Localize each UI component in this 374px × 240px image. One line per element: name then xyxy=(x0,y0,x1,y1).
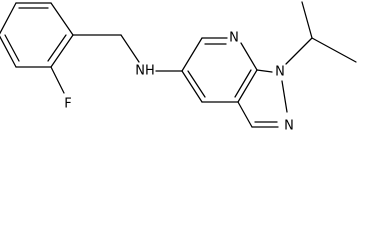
bond xyxy=(256,69,273,73)
double-bond-line xyxy=(47,34,67,62)
bond xyxy=(0,35,17,68)
double-bond-line xyxy=(187,70,206,98)
chemical-structure: F NH N N N xyxy=(0,1,357,134)
amine-nh-label: NH xyxy=(135,64,155,79)
bond xyxy=(301,1,313,39)
pyrazole-n2-label: N xyxy=(284,119,294,134)
pyrazole-ring xyxy=(237,69,288,128)
isopropyl-group xyxy=(285,1,357,65)
bond xyxy=(181,70,203,103)
benzene-ring xyxy=(0,2,74,68)
bond xyxy=(311,37,357,63)
bond xyxy=(0,2,17,35)
fluorine-label: F xyxy=(64,97,71,112)
pyrazole-n1-label: N xyxy=(275,65,285,80)
pyridine-nitrogen-label: N xyxy=(229,31,239,46)
bond xyxy=(120,34,140,63)
bond xyxy=(50,2,74,36)
double-bond-line xyxy=(4,34,20,62)
bond xyxy=(181,37,203,72)
bond xyxy=(237,101,253,128)
double-bond-line xyxy=(234,69,252,98)
bond xyxy=(281,80,288,113)
bond xyxy=(285,37,313,65)
bond xyxy=(50,66,65,94)
bond xyxy=(240,42,258,71)
bond xyxy=(237,69,258,103)
pyridine-ring xyxy=(181,37,258,103)
bond xyxy=(50,34,74,68)
